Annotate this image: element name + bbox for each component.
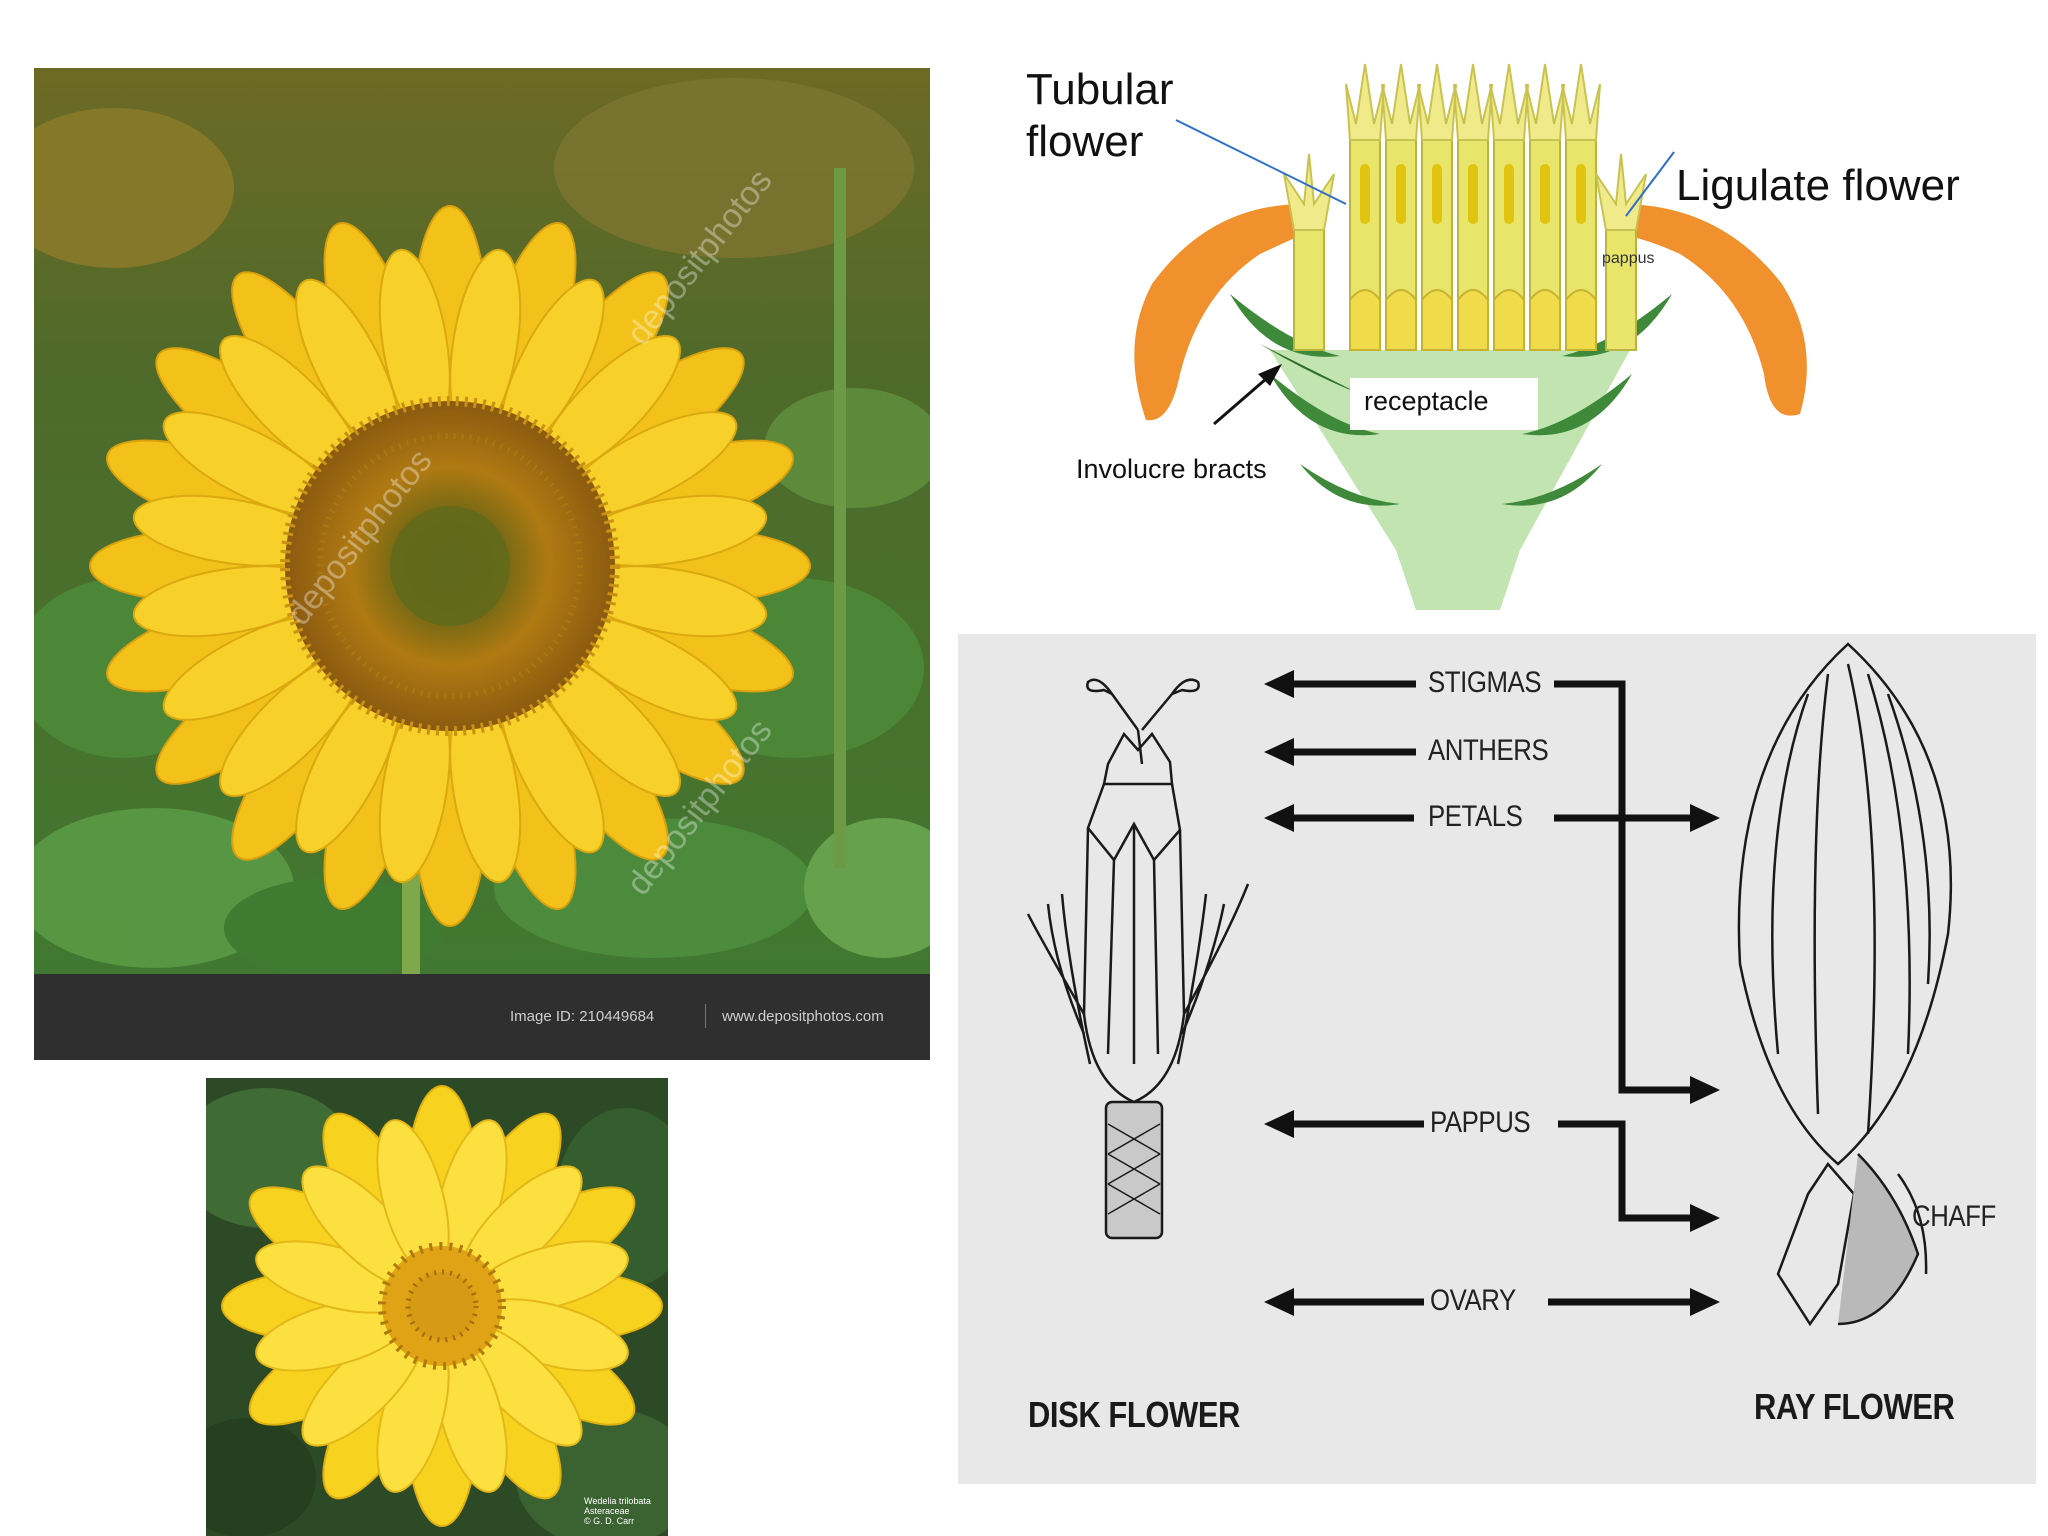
anthers-label: ANTHERS xyxy=(1428,734,1549,767)
site-url: www.depositphotos.com xyxy=(722,1008,884,1025)
chaff-label: CHAFF xyxy=(1912,1200,1996,1233)
connector-lines xyxy=(1288,680,1694,1306)
ray-flower-label: RAY FLOWER xyxy=(1754,1386,1955,1427)
photo-credit-bar: Image ID: 210449684 www.depositphotos.co… xyxy=(34,974,930,1060)
ligulate-pointer xyxy=(1625,151,1675,217)
flower-head-diagram: Tubular flower Ligulate flower pappus In… xyxy=(1026,44,1960,624)
divider xyxy=(705,1004,706,1028)
ligulate-flower-label: Ligulate flower xyxy=(1676,161,1960,210)
receptacle-label: receptacle xyxy=(1364,386,1489,416)
ligulate-right xyxy=(1620,204,1807,416)
caption-species: Wedelia trilobata xyxy=(584,1496,651,1506)
floret-illustration xyxy=(1026,642,1953,1327)
bract-arrow xyxy=(1213,370,1275,426)
receptacle-box: receptacle xyxy=(1350,378,1538,430)
disk-flower-drawing xyxy=(1026,678,1250,1240)
tubular-pointer xyxy=(1175,119,1347,205)
yellow-flower-illustration xyxy=(206,1078,668,1536)
caption-family: Asteraceae xyxy=(584,1506,630,1516)
image-id: Image ID: 210449684 xyxy=(510,1008,655,1025)
sunflower-illustration xyxy=(34,68,930,1060)
disk-flower-label: DISK FLOWER xyxy=(1028,1394,1240,1435)
pappus-label: pappus xyxy=(1602,250,1655,267)
ovary-label: OVARY xyxy=(1430,1284,1516,1317)
ray-flower-drawing xyxy=(1737,642,1953,1327)
wedelia-photo: Wedelia trilobata Asteraceae © G. D. Car… xyxy=(206,1078,668,1536)
sunflower-photo: depositphotos depositphotos depositphoto… xyxy=(34,68,930,1060)
tubular-flower-label: Tubular flower xyxy=(1026,65,1174,166)
arrowheads xyxy=(1264,670,1720,1316)
pappus-label: PAPPUS xyxy=(1430,1106,1531,1139)
stigmas-label: STIGMAS xyxy=(1428,666,1542,699)
ligulate-left xyxy=(1134,204,1304,421)
petals-label: PETALS xyxy=(1428,800,1523,833)
floret-diagram-panel: STIGMAS ANTHERS PETALS PAPPUS OVARY CHAF… xyxy=(958,634,2036,1484)
caption-credit: © G. D. Carr xyxy=(584,1516,635,1526)
sunflower-petals xyxy=(89,205,811,927)
involucre-bracts-label: Involucre bracts xyxy=(1076,454,1267,484)
flower-head-illustration xyxy=(1134,63,1807,610)
photo-caption: Wedelia trilobata Asteraceae © G. D. Car… xyxy=(584,1496,651,1526)
